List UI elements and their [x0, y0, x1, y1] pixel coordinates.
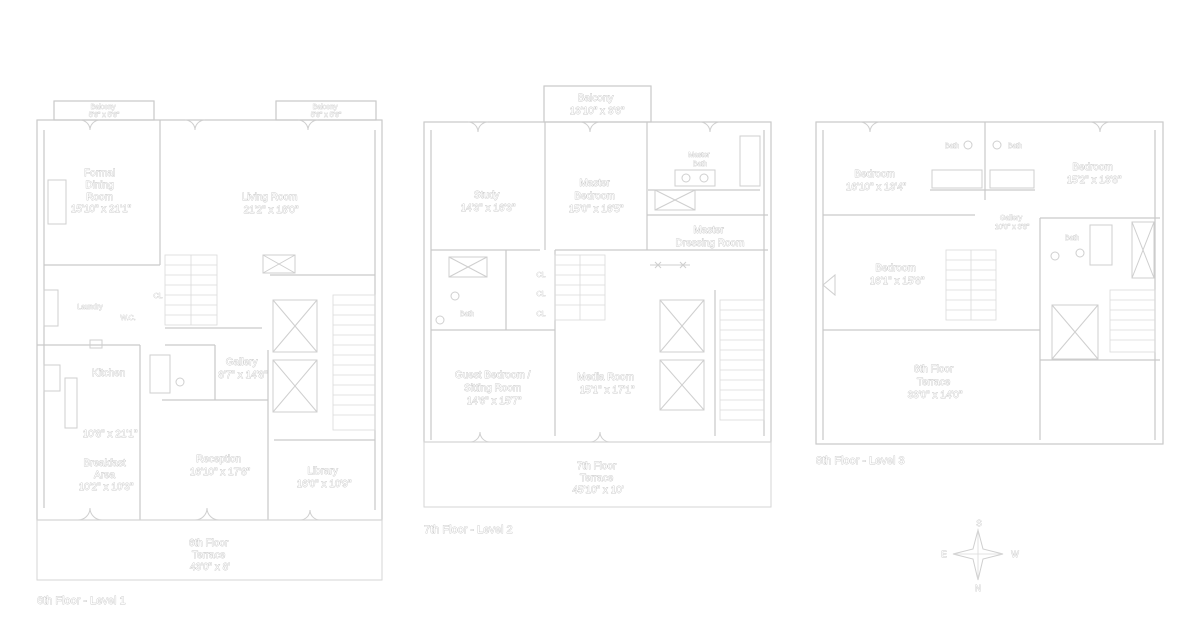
level-2-elevators — [448, 189, 705, 411]
balcony-left-label: Balcony 5'6" x 5'6" — [89, 104, 120, 119]
gallery-label: Gallery 8'7" x 14'8" — [218, 357, 268, 381]
closet-1-label: CL — [537, 272, 546, 279]
level-1-stairs — [164, 254, 376, 431]
guest-bedroom-label: Guest Bedroom / Sitting Room 14'6" x 15'… — [455, 370, 533, 407]
level-3-stairs — [945, 249, 1156, 353]
level-1-elevators — [262, 254, 318, 413]
closet-label: CL — [154, 293, 163, 300]
level-3-fixtures — [822, 121, 1113, 297]
balcony-right-label: Balcony 5'6" x 5'6" — [311, 104, 342, 119]
level-3-elevator — [1051, 221, 1155, 360]
balcony-7th-label: Balcony 13'10" x 3'6" — [570, 93, 625, 117]
terrace-6th-label: 6th Floor Terrace 43'0" x 8' — [189, 538, 231, 573]
master-bedroom-label: Master Bedroom 15'0" x 16'5" — [569, 178, 624, 215]
master-dressing-room-label: Master Dressing Room — [676, 225, 745, 249]
dining-room-label: Formal Dining Room 15'10" x 21'1" — [71, 168, 132, 215]
compass-s-label: S — [976, 519, 981, 528]
kitchen-label: Kitchen 10'8" x 21'1" — [83, 368, 138, 440]
compass-w-label: W — [1011, 550, 1019, 559]
laundry-label: Laundry — [77, 304, 103, 311]
library-label: Library 16'0" x 10'9" — [297, 466, 352, 490]
bath-right-label: Bath — [1008, 143, 1023, 150]
bath-7th-label: Bath — [460, 311, 475, 318]
bedroom-left-label: Bedroom 16'10" x 13'4" — [846, 169, 907, 193]
closet-2-label: CL — [537, 291, 546, 298]
reception-label: Reception 16'10" x 17'8" — [190, 454, 251, 478]
media-room-label: Media Room 15'1" x 17'1" — [577, 372, 636, 396]
floor-plan-level-3: Bedroom 16'10" x 13'4" Bath Bath Bedroom… — [815, 121, 1164, 467]
bedroom-right-label: Bedroom 15'2" x 13'8" — [1067, 162, 1122, 186]
study-label: Study 14'3" x 16'3" — [461, 190, 516, 214]
floor-plan-level-2: Balcony 13'10" x 3'6" Study 14'3" x 16'3… — [423, 85, 772, 536]
terrace-8th-label: 8th Floor Terrace 33'0" x 14'0" — [908, 364, 963, 401]
bath-mid-label: Bath — [1065, 235, 1080, 242]
terrace-7th-label: 7th Floor Terrace 45'10" x 10' — [572, 461, 623, 496]
compass-e-label: E — [941, 550, 946, 559]
bedroom-mid-label: Bedroom 16'1" x 15'8" — [870, 263, 925, 287]
floor-plan-level-1: Balcony 5'6" x 5'6" Balcony 5'6" x 5'6" … — [36, 100, 383, 607]
level-2-stairs — [554, 254, 765, 421]
master-bath-label: Master Bath — [688, 152, 711, 168]
level-3-caption: 8th Floor - Level 3 — [816, 455, 905, 467]
level-2-caption: 7th Floor - Level 2 — [424, 524, 513, 536]
level-1-caption: 6th Floor - Level 1 — [37, 595, 126, 607]
level-2-terrace — [423, 441, 772, 508]
gallery-8th-label: Gallery 10'0" x 3'8" — [995, 215, 1030, 231]
closet-3-label: CL — [537, 311, 546, 318]
level-1-terrace — [36, 519, 383, 581]
compass-n-label: N — [975, 584, 981, 593]
breakfast-area-label: Breakfast Area 10'2" x 10'3" — [79, 458, 134, 493]
compass-rose: S N E W — [941, 519, 1020, 594]
wc-label: W.C. — [120, 315, 135, 322]
living-room-label: Living Room 21'2" x 18'0" — [242, 192, 300, 216]
bath-left-label: Bath — [945, 143, 960, 150]
level-2-fixtures — [435, 121, 761, 443]
